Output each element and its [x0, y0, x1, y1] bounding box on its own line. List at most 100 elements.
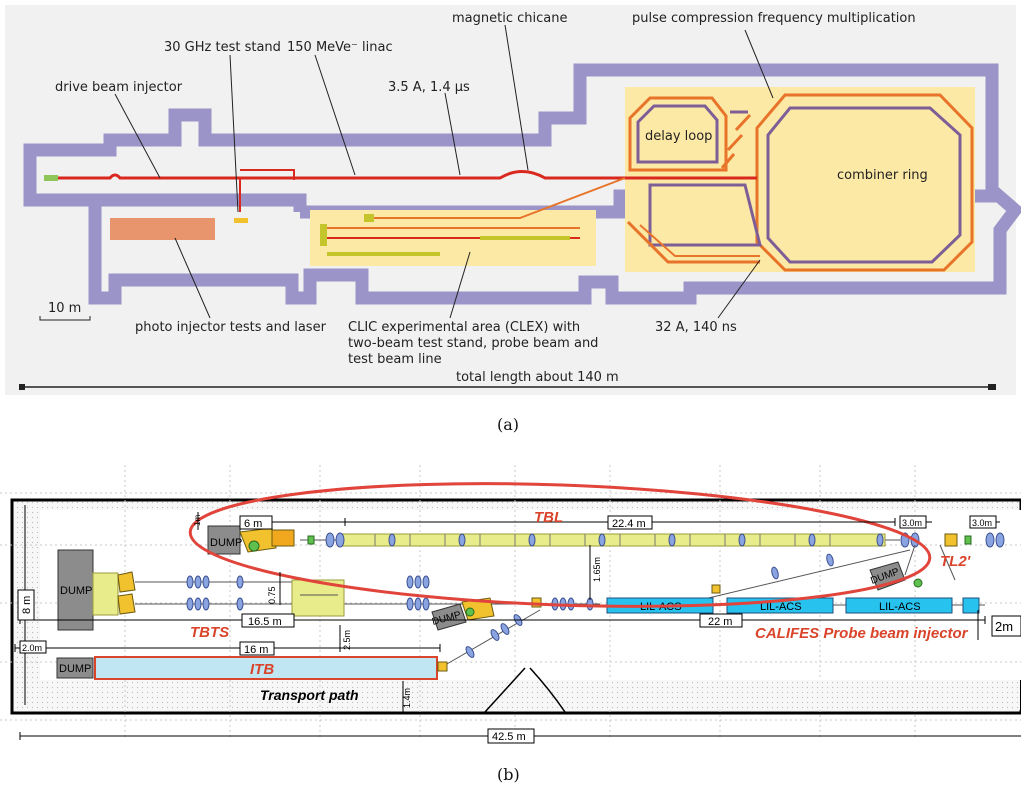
tl2-steer: [913, 578, 923, 588]
clex-feed: [374, 177, 626, 219]
combiner-ring-outer: [755, 93, 974, 272]
combiner-ring-inner: [766, 106, 962, 264]
dim-30m-a-box: [899, 515, 927, 529]
delay-loop-outer: [628, 96, 728, 172]
caption-a: (a): [497, 415, 519, 434]
lil-acs-3: [845, 597, 953, 614]
dim-20m: 2.0m: [22, 643, 42, 653]
tbl-steer: [248, 540, 260, 552]
dim-22m: 22 m: [708, 616, 732, 628]
panel-b: DUMP DUMP DUMP: [0, 465, 1021, 744]
total-length-end-left: [19, 384, 25, 390]
dim-30m-b: 3.0m: [972, 518, 992, 528]
label-clex-2: two-beam test stand, probe beam and: [348, 336, 598, 351]
label-linac-current: 3.5 A, 1.4 μs: [388, 80, 470, 95]
lil-gun: [962, 597, 980, 614]
dump-tbl: [207, 525, 241, 555]
itb-tank: [94, 656, 438, 680]
label-califes: CALIFES Probe beam injector: [755, 625, 969, 642]
label-itb: ITB: [250, 661, 274, 678]
dim-6m-box: [239, 515, 273, 530]
label-combiner-ring: combiner ring: [837, 168, 928, 183]
dim-224m-box: [607, 515, 653, 530]
transport-band: [440, 680, 1020, 710]
tbts-quads: [186, 575, 430, 611]
label-30ghz-test-stand: 30 GHz test stand: [164, 40, 281, 55]
label-tbts: TBTS: [190, 624, 229, 641]
label-transport-path: Transport path: [260, 687, 359, 703]
dump-itb: [56, 657, 94, 679]
label-linac: 150 MeVe⁻ linac: [287, 40, 393, 55]
label-clex-3: test beam line: [348, 352, 442, 367]
dim-165m-box: [241, 613, 295, 628]
tbl-module-dividers: [374, 534, 831, 546]
dump-tbts-label: DUMP: [60, 585, 92, 597]
scale-bar: [39, 316, 91, 321]
total-length-end-right: [988, 384, 996, 390]
dim-25m: 2.5m: [342, 630, 352, 650]
label-magnetic-chicane: magnetic chicane: [452, 11, 567, 26]
label-ring-current: 32 A, 140 ns: [655, 320, 737, 335]
califes-corrector: [711, 584, 721, 594]
dim-22m-box: [699, 613, 743, 628]
dump-califes: [431, 603, 467, 631]
label-drive-beam-injector: drive beam injector: [55, 80, 183, 95]
dump-itb-label: DUMP: [59, 663, 91, 675]
dump-tl2: [869, 561, 906, 591]
test-stand-branch: [239, 169, 295, 212]
clex-block-2: [364, 214, 374, 222]
label-tbl: TBL: [534, 509, 563, 526]
label-pulse-compression: pulse compression frequency multiplicati…: [632, 11, 916, 26]
transfer-line-b: [639, 224, 760, 257]
dim-8m-box: [17, 589, 35, 621]
dim-2m: 2m: [995, 619, 1013, 634]
label-clex-1: CLIC experimental area (CLEX) with: [348, 320, 580, 335]
tl2-dipole: [944, 533, 958, 547]
dump-tbl-label: DUMP: [210, 537, 242, 549]
label-total-length: total length about 140 m: [456, 370, 619, 385]
tbl-bpm: [307, 535, 315, 545]
dim-30m-b-box: [969, 515, 997, 529]
door-arc-left: [484, 667, 526, 713]
califes-steer: [465, 607, 475, 617]
dim-224m: 22.4 m: [612, 518, 646, 530]
dim-14m: 1.4m: [402, 688, 412, 708]
dim-8m: 8 m: [21, 596, 33, 614]
label-scale: 10 m: [48, 301, 81, 316]
photo-injector-box: [110, 218, 215, 240]
tbl-dipole-2: [271, 529, 295, 547]
tbl-module-strip: [339, 533, 886, 547]
califes-to-tbl-line: [699, 549, 911, 601]
drive-beam-line: [48, 170, 757, 180]
dim-16m: 16 m: [244, 644, 268, 656]
caption-b: (b): [497, 765, 520, 784]
leader-lines: [114, 24, 774, 319]
transfer-polygon: [648, 183, 762, 247]
tbts-dipoles: [117, 571, 136, 615]
panel-a: magnetic chicane pulse compression frequ…: [5, 5, 1021, 395]
dump-tbts: [57, 549, 94, 631]
loop-dashes: [720, 113, 752, 169]
tl2-lines: [904, 544, 956, 581]
label-photo-injector: photo injector tests and laser: [135, 320, 327, 335]
diag-quads: [771, 553, 834, 580]
dim-075: 0.75: [267, 586, 277, 604]
dim-6m: 6 m: [244, 518, 262, 530]
lil-acs-2-label: LIL-ACS: [760, 601, 802, 613]
dim-165m: 16.5 m: [248, 616, 282, 628]
dim-1m: 1m: [193, 515, 202, 526]
itb-corrector: [437, 661, 448, 672]
dim-425m: 42.5 m: [492, 731, 526, 743]
transfer-line-a: [626, 220, 760, 264]
hall-outline: [10, 498, 1021, 715]
dim-30m-a: 3.0m: [902, 518, 922, 528]
tbts-module-left: [92, 572, 119, 616]
test-stand-box: [234, 218, 248, 223]
dim-2m-box: [991, 615, 1021, 637]
dim-165m-v: 1.65m: [592, 557, 602, 582]
tl2-bpm: [964, 535, 972, 545]
dim-16m-box: [239, 641, 275, 656]
tbl-quads: [325, 532, 1005, 548]
drive-beam-gun: [44, 175, 58, 181]
